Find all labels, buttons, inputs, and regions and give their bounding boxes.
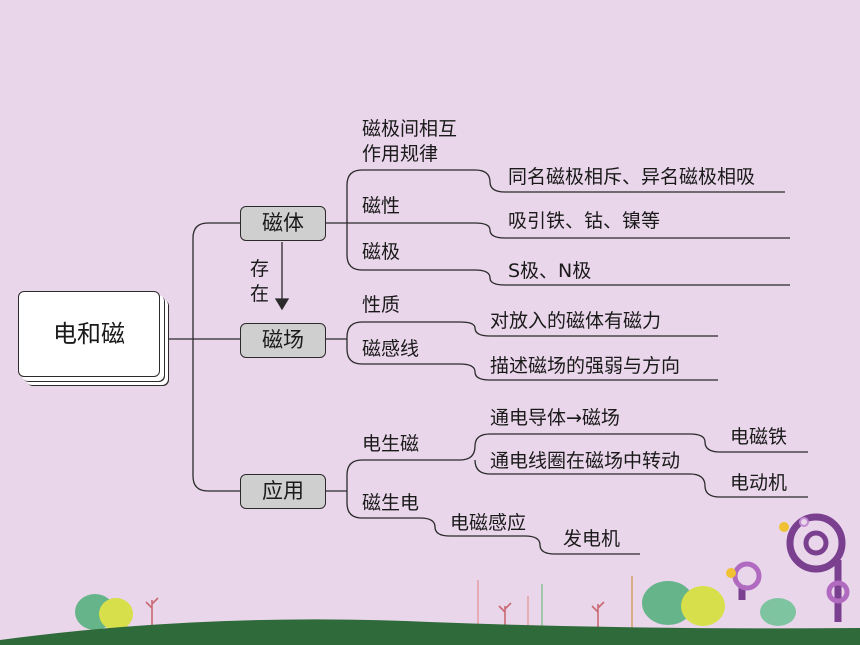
poles-label: 磁极 — [362, 241, 401, 263]
magnetism-detail: 吸引铁、钴、镍等 — [508, 210, 661, 232]
property-detail: 对放入的磁体有磁力 — [490, 310, 662, 332]
electromagnet-label: 电磁铁 — [730, 426, 788, 448]
node-magnet: 磁体 — [240, 206, 326, 241]
interaction-label-line2: 作用规律 — [362, 143, 439, 165]
interaction-rule: 同名磁极相斥、异名磁极相吸 — [508, 166, 756, 188]
generator-label: 发电机 — [563, 528, 621, 550]
conductor-label: 通电导体→磁场 — [490, 407, 620, 429]
electricity-to-magnetism-label: 电生磁 — [362, 433, 420, 455]
node-application: 应用 — [240, 474, 326, 509]
field-lines-label: 磁感线 — [362, 338, 420, 360]
exist-label-1: 存 — [250, 258, 270, 280]
magnetism-label: 磁性 — [362, 195, 401, 217]
motor-label: 电动机 — [730, 472, 788, 494]
interaction-label-line1: 磁极间相互 — [362, 118, 458, 140]
poles-detail: S极、N极 — [508, 260, 592, 282]
root-node: 电和磁 — [18, 291, 160, 377]
magnetism-to-electricity-label: 磁生电 — [362, 492, 420, 514]
property-label: 性质 — [362, 294, 401, 316]
field-lines-detail: 描述磁场的强弱与方向 — [490, 355, 681, 377]
coil-label: 通电线圈在磁场中转动 — [490, 450, 681, 472]
node-field: 磁场 — [240, 323, 326, 358]
induction-label: 电磁感应 — [450, 512, 527, 534]
exist-label-2: 在 — [250, 283, 270, 305]
